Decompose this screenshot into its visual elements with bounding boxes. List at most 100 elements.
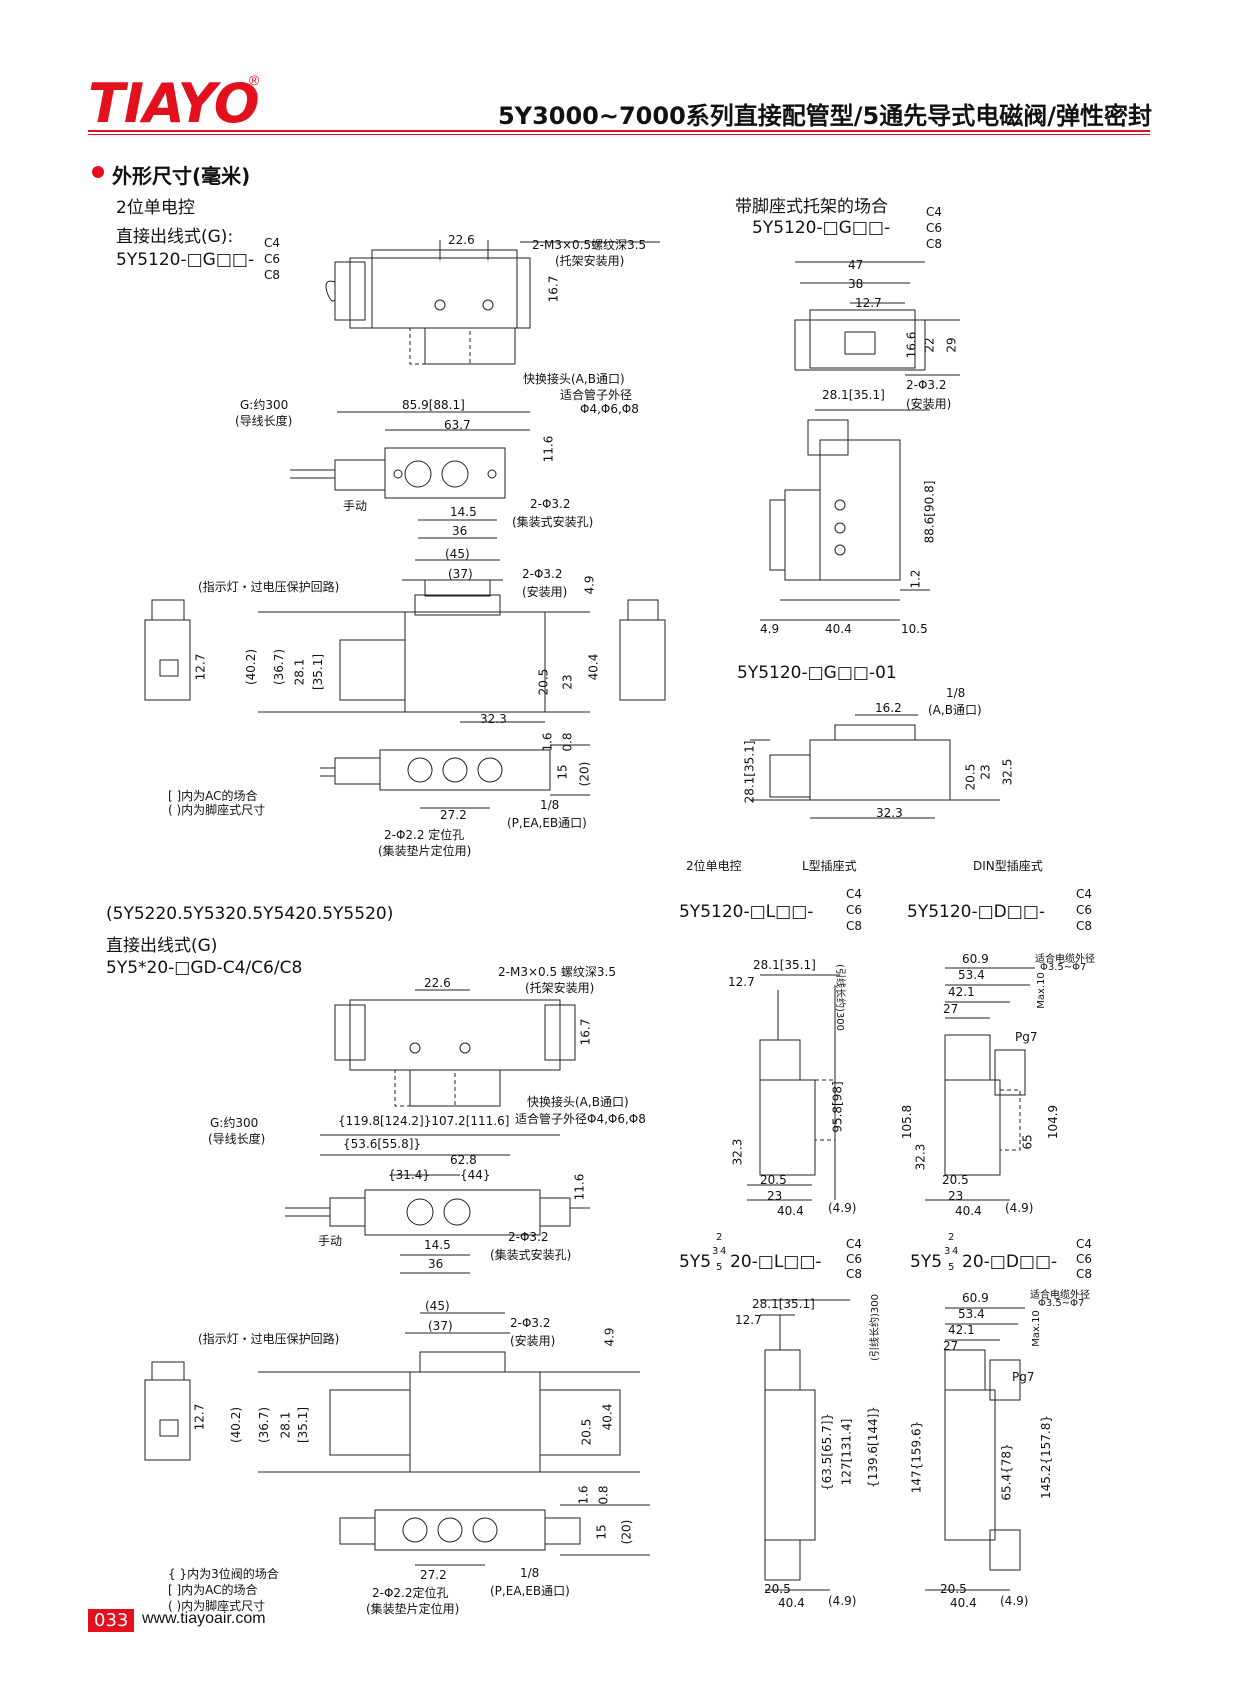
dim: 53.4 [958, 968, 985, 982]
double-valve-bottom-view [339, 1504, 650, 1566]
dim: 1.2 [908, 569, 923, 589]
dim: 22.6 [448, 233, 475, 247]
dim: (40.2) [229, 1406, 244, 1444]
dim-note: 适合管子外径Φ4,Φ6,Φ8 [515, 1112, 646, 1126]
dim: 40.4 [586, 653, 601, 681]
note: { }内为3位阀的场合 [168, 1567, 279, 1581]
rm-l-c6: C6 [846, 903, 863, 917]
dim: 11.6 [541, 435, 556, 463]
dim: 53.4 [958, 1307, 985, 1321]
dim: 20.5 [764, 1582, 791, 1596]
bracket-top-view [794, 261, 960, 376]
rb-d-stack-5: 5 [948, 1262, 955, 1273]
dim: 1.6 [576, 1485, 591, 1505]
rt-model01: 5Y5120-□G□□-01 [737, 663, 897, 683]
dim: 23 [948, 1189, 964, 1203]
dim: 28.1[35.1] [742, 740, 757, 804]
dim: 16.7 [578, 1018, 593, 1046]
page-number: 033 [88, 1609, 135, 1632]
dim: 4.9 [582, 575, 597, 595]
dim: 85.9[88.1] [402, 398, 465, 412]
dim: 40.4 [778, 1596, 805, 1610]
valve-side-view [290, 411, 530, 539]
rb-l-c8: C8 [846, 1267, 863, 1281]
note: ( )内为脚座式尺寸 [168, 803, 266, 817]
dim: 32.3 [480, 712, 507, 726]
dim: 47 [848, 258, 864, 272]
dim: 40.4 [825, 622, 852, 636]
dim: 20.5 [963, 763, 978, 791]
dim: 40.4 [600, 1403, 615, 1431]
rb-d-c8: C8 [1076, 1267, 1093, 1281]
lt-model: 5Y5120-□G□□- [116, 250, 255, 270]
website-url: www.tiayoair.com [142, 1610, 266, 1627]
dim: 65.4{78} [999, 1443, 1014, 1501]
rb-stack-3: 3 [712, 1246, 719, 1257]
rm-model-l: 5Y5120-□L□□- [679, 902, 814, 922]
dim-note: Φ3.5~Φ7 [1040, 962, 1087, 973]
bracket-side-view [760, 409, 930, 621]
dim-note: 快换接头(A,B通口) [527, 1095, 629, 1109]
dim: 42.1 [948, 1323, 975, 1337]
dim-note: (托架安装用) [555, 254, 625, 268]
dim: 27 [943, 1339, 959, 1353]
rt-suffix-c4: C4 [926, 205, 943, 219]
dim-note: (引线长约)300 [869, 1294, 881, 1361]
valve-top-view [325, 240, 660, 365]
brand-logo: TIAYO [88, 72, 260, 135]
dim-note: (指示灯・过电压保护回路) [198, 580, 340, 594]
dim: 16.7 [546, 275, 561, 303]
dim: 28.1[35.1] [822, 388, 885, 402]
rb-d-stack-4: 4 [952, 1246, 959, 1257]
dim: 1/8 [946, 686, 966, 700]
dim-note: (集装式安装孔) [512, 515, 594, 529]
dim: 22 [922, 337, 937, 353]
lt-suffix-c4: C4 [264, 236, 281, 250]
dim-note: 手动 [343, 499, 368, 513]
dim: 12.7 [193, 653, 208, 681]
dim: 12.7 [855, 296, 882, 310]
dim: (37) [448, 567, 473, 581]
dim-note: 2-M3×0.5螺纹深3.5 [532, 238, 647, 252]
dim-note: (安装用) [510, 1334, 556, 1348]
lb-line2: 直接出线式(G) [106, 936, 218, 956]
dim-note: (A,B通口) [928, 703, 982, 717]
dim: 27.2 [440, 808, 467, 822]
dim: 63.7 [444, 418, 471, 432]
dim: (20) [619, 1519, 634, 1545]
dim-note: 2-Φ3.2 [522, 567, 563, 581]
dim: (36.7) [257, 1406, 272, 1444]
dim: (45) [425, 1299, 450, 1313]
section-title: 外形尺寸(毫米) [112, 164, 251, 188]
dim: 40.4 [950, 1596, 977, 1610]
dim: 1/8 [520, 1566, 540, 1580]
dim: (36.7) [272, 648, 287, 686]
rb-d-c4: C4 [1076, 1237, 1093, 1251]
dim: (4.9) [1000, 1594, 1029, 1608]
dim: 32.3 [730, 1138, 745, 1166]
dim: 27.2 [420, 1568, 447, 1582]
dim-note: 适合电缆外径 [1035, 954, 1095, 965]
dim: 65 [1020, 1134, 1035, 1150]
dim: 40.4 [955, 1204, 982, 1218]
dim: 1/8 [540, 798, 560, 812]
dim: 14.5 [424, 1238, 451, 1252]
rb-stack-5: 5 [716, 1262, 723, 1273]
l-plug-view [747, 974, 840, 1201]
rb-stack-4: 4 [720, 1246, 727, 1257]
dim: 28.1[35.1] [752, 1297, 815, 1311]
dim: 12.7 [735, 1313, 762, 1327]
dim: 88.6[90.8] [922, 480, 937, 544]
dim: [35.1] [296, 1406, 311, 1444]
rb-model-d-suffix: 20-□D□□- [962, 1252, 1058, 1272]
rb-model-l-prefix: 5Y5 [679, 1252, 712, 1272]
rt-model: 5Y5120-□G□□- [752, 218, 891, 238]
dim: 29 [944, 337, 959, 353]
registered-mark: ® [249, 72, 260, 88]
dim-note: 2-Φ2.2 定位孔 [384, 828, 465, 842]
dim-note: 2-Φ3.2 [510, 1316, 551, 1330]
rm-l-c4: C4 [846, 887, 863, 901]
dim-note: (托架安装用) [525, 981, 595, 995]
dim: 28.1 [278, 1411, 293, 1439]
